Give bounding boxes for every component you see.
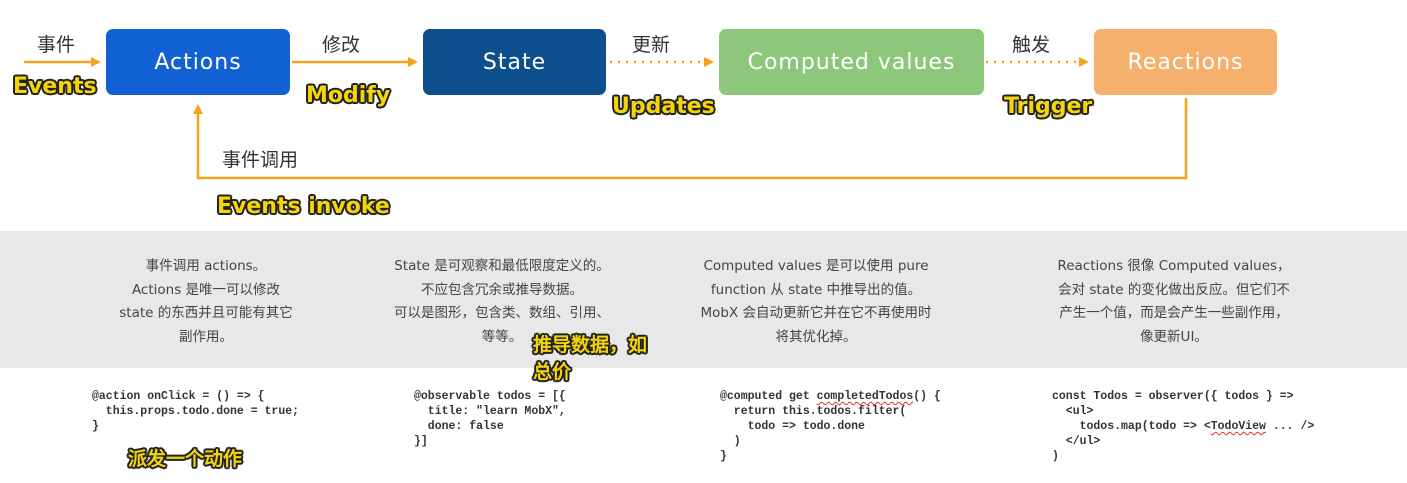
- code-line: }: [92, 420, 99, 433]
- events-invoke-arrow: [193, 98, 1188, 180]
- code-line: return this.todos.filter(: [720, 405, 907, 418]
- computed-values-box-label: Computed values: [747, 49, 956, 75]
- description-line: Computed values 是可以使用 pure: [703, 258, 929, 274]
- code-fragment-misspelled: completedTodos: [816, 390, 914, 403]
- code-fragment: ... />: [1265, 420, 1315, 433]
- reactions-code: const Todos = observer({ todos } => <ul>…: [1052, 389, 1314, 464]
- description-line: 不应包含冗余或推导数据。: [421, 281, 583, 298]
- code-line: const Todos = observer({ todos } =>: [1052, 390, 1294, 403]
- code-line: <ul>: [1052, 405, 1094, 418]
- events-label-en: Events: [13, 74, 97, 99]
- actions-code: @action onClick = () => { this.props.tod…: [92, 389, 299, 434]
- description-line: 会对 state 的变化做出反应。但它们不: [1058, 281, 1290, 298]
- description-line: 等等。: [481, 328, 523, 345]
- state-box: State: [423, 29, 606, 95]
- dispatch-action-annotation: 派发一个动作: [128, 448, 243, 470]
- code-line: todo => todo.done: [720, 420, 865, 433]
- events-invoke-label-en: Events invoke: [217, 194, 390, 219]
- description-line: 像更新UI。: [1140, 328, 1208, 345]
- code-line: @action onClick = () => {: [92, 390, 265, 403]
- code-fragment: @computed get: [720, 390, 817, 403]
- description-band: [0, 231, 1407, 368]
- code-line: title: "learn MobX",: [414, 405, 566, 418]
- description-line: state 的东西并且可能有其它: [119, 305, 293, 321]
- trigger-label-zh: 触发: [1012, 34, 1051, 56]
- description-line: 可以是图形，包含类、数组、引用、: [394, 305, 610, 321]
- events-invoke-label-zh: 事件调用: [222, 149, 299, 171]
- code-fragment: () {: [913, 390, 941, 403]
- code-line: ): [1052, 450, 1059, 463]
- events-label-zh: 事件: [37, 34, 76, 56]
- computed-code: @computed get completedTodos() { return …: [720, 389, 941, 464]
- code-line: ): [720, 435, 741, 448]
- description-line: 产生一个值，而是会产生一些副作用，: [1059, 305, 1289, 321]
- code-line: </ul>: [1052, 435, 1101, 448]
- actions-box: Actions: [106, 29, 290, 95]
- code-line: @computed get completedTodos() {: [720, 389, 941, 404]
- description-line: function 从 state 中推导出的值。: [710, 281, 922, 298]
- state-description: State 是可观察和最低限度定义的。 不应包含冗余或推导数据。 可以是图形，包…: [372, 255, 632, 349]
- description-line: Reactions 很像 Computed values，: [1057, 258, 1291, 274]
- actions-description: 事件调用 actions。 Actions 是唯一可以修改 state 的东西并…: [76, 255, 336, 349]
- state-code: @observable todos = [{ title: "learn Mob…: [414, 389, 566, 449]
- updates-label-en: Updates: [612, 94, 715, 119]
- derive-data-annotation-line2: 总价: [533, 361, 572, 383]
- reactions-box: Reactions: [1094, 29, 1277, 95]
- actions-box-label: Actions: [154, 49, 242, 75]
- computed-values-description: Computed values 是可以使用 pure function 从 st…: [686, 255, 946, 349]
- code-line: }: [720, 450, 727, 463]
- flow-connectors: [24, 57, 1188, 180]
- state-box-label: State: [482, 49, 547, 75]
- description-line: 将其优化掉。: [775, 328, 857, 345]
- code-fragment-misspelled: TodoView: [1210, 420, 1266, 433]
- description-line: MobX 会自动更新它并在它不再使用时: [700, 305, 932, 321]
- modify-label-zh: 修改: [322, 34, 361, 56]
- code-line: todos.map(todo => <TodoView ... />: [1052, 419, 1315, 434]
- reactions-description: Reactions 很像 Computed values， 会对 state 的…: [1044, 255, 1304, 349]
- description-line: State 是可观察和最低限度定义的。: [394, 258, 610, 274]
- code-line: }]: [414, 435, 428, 448]
- code-fragment: todos.map(todo => <: [1052, 420, 1211, 433]
- description-line: Actions 是唯一可以修改: [131, 281, 281, 298]
- code-line: done: false: [414, 420, 504, 433]
- modify-label-en: Modify: [306, 83, 391, 108]
- description-line: 副作用。: [179, 328, 233, 345]
- code-line: @observable todos = [{: [414, 390, 566, 403]
- description-line: 事件调用 actions。: [145, 258, 267, 274]
- code-line: this.props.todo.done = true;: [92, 405, 300, 418]
- updates-label-zh: 更新: [632, 34, 671, 56]
- trigger-label-en: Trigger: [1004, 94, 1093, 119]
- computed-values-box: Computed values: [719, 29, 984, 95]
- reactions-box-label: Reactions: [1127, 49, 1244, 75]
- derive-data-annotation-line1: 推导数据，如: [533, 334, 648, 356]
